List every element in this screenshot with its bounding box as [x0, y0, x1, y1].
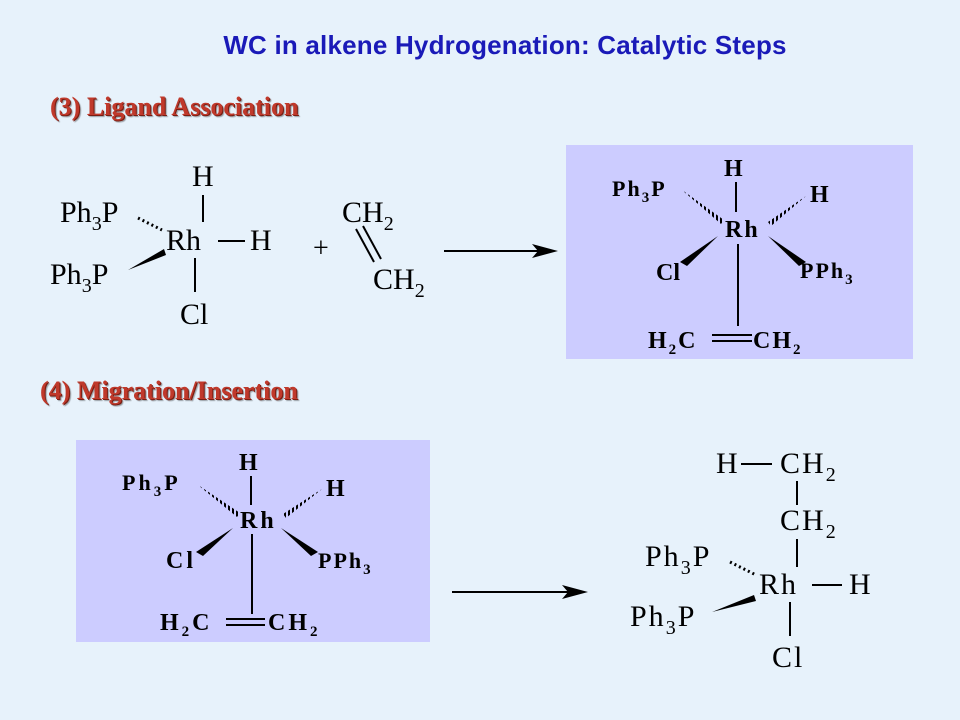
svg-text:CH2: CH2 — [342, 196, 394, 235]
svg-text:H: H — [724, 156, 743, 182]
svg-text:CH2: CH2 — [268, 610, 321, 640]
atom-h-right: H — [250, 224, 272, 257]
svg-text:PPh3: PPh3 — [800, 258, 855, 288]
product-rh-ethylene-complex: H Ph3P Rh H Cl PPh3 H2C CH2 — [612, 156, 855, 358]
svg-text:Cl: Cl — [166, 548, 196, 574]
section-heading-ligand-association: (3) Ligand Association — [50, 92, 299, 121]
svg-text:H: H — [716, 447, 738, 480]
svg-text:Rh: Rh — [725, 217, 760, 243]
svg-text:H: H — [849, 568, 871, 601]
plus-sign: + — [313, 233, 329, 264]
svg-text:H: H — [326, 476, 345, 502]
svg-text:Ph3P: Ph3P — [645, 540, 711, 579]
svg-text:Ph3P: Ph3P — [612, 176, 667, 206]
svg-text:CH2: CH2 — [780, 447, 838, 486]
svg-text:Cl: Cl — [656, 260, 680, 286]
migration-reactant-complex: H Ph3P Rh H Cl PPh3 H2C CH2 — [122, 450, 373, 640]
svg-text:CH2: CH2 — [780, 504, 838, 543]
svg-text:CH2: CH2 — [753, 328, 803, 358]
metal-rh: Rh — [166, 224, 201, 257]
svg-text:Rh: Rh — [759, 568, 798, 601]
slide-title: WC in alkene Hydrogenation: Catalytic St… — [223, 30, 787, 60]
ligand-ph3p-upper: Ph3P — [60, 196, 118, 235]
product-complex-panel — [566, 145, 913, 359]
svg-text:PPh3: PPh3 — [318, 548, 373, 578]
svg-text:H2C: H2C — [160, 610, 213, 640]
svg-text:CH2: CH2 — [373, 263, 425, 302]
svg-text:Ph3P: Ph3P — [630, 600, 696, 639]
svg-text:Ph3P: Ph3P — [122, 470, 181, 500]
reactant-rh-hydride-complex: H Ph3P Rh H Ph3P Cl — [50, 160, 272, 331]
svg-text:Rh: Rh — [240, 508, 277, 534]
ligand-ph3p-lower: Ph3P — [50, 258, 108, 297]
svg-text:H2C: H2C — [648, 328, 698, 358]
section-heading-migration-insertion: (4) Migration/Insertion — [40, 376, 298, 405]
reaction-arrow-insertion — [452, 585, 588, 599]
svg-text:Cl: Cl — [772, 641, 804, 674]
ethylene-molecule: CH2 CH2 — [342, 196, 425, 302]
svg-text:H: H — [810, 182, 829, 208]
atom-h-top: H — [192, 160, 214, 193]
reaction-arrow-association — [444, 244, 558, 258]
atom-cl: Cl — [180, 298, 208, 331]
svg-text:H: H — [239, 450, 258, 476]
rh-ethyl-product-complex: H CH2 CH2 Ph3P Rh H Ph3P Cl — [630, 447, 871, 674]
